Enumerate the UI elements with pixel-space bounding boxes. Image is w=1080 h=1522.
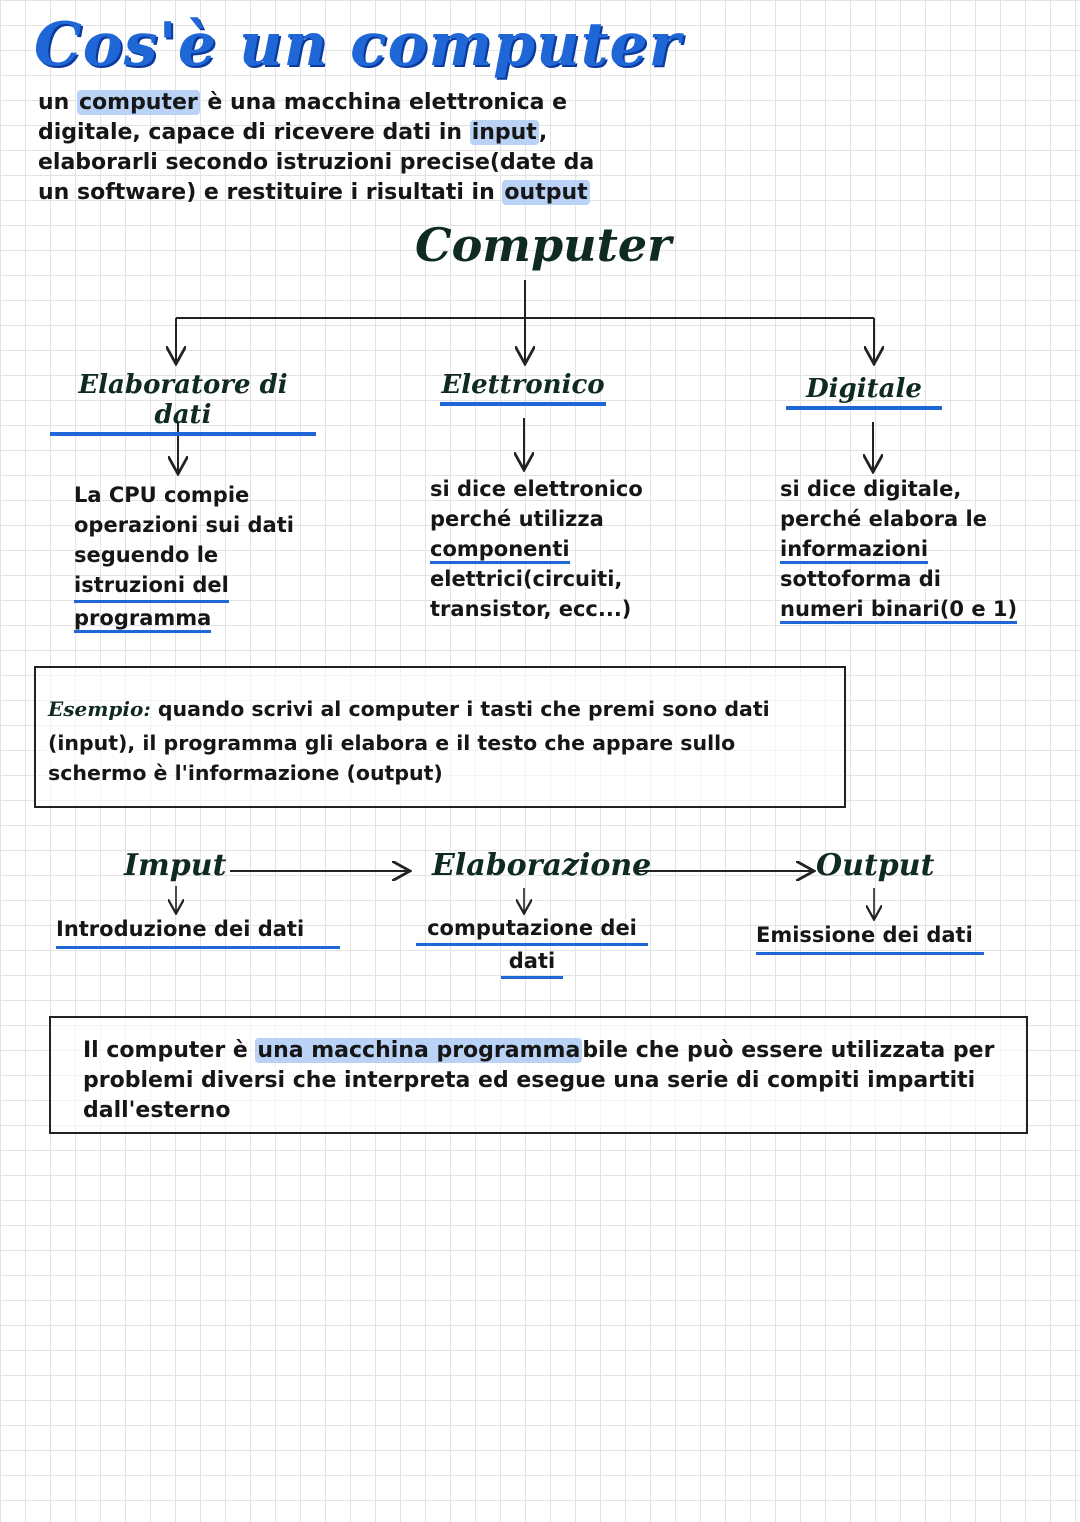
intro-paragraph: un computer è una macchina elettronica e… [38, 88, 638, 208]
desc-line: istruzioni del [74, 570, 229, 603]
node-desc-elettronico: si dice elettronico perché utilizza comp… [430, 474, 730, 624]
flow-desc-elab-line-1: computazione dei [416, 913, 648, 946]
example-text: Esempio: quando scrivi al computer i tas… [48, 692, 838, 786]
desc-line: sottoforma di [780, 567, 941, 591]
flow-desc-elaborazione: computazione dei dati [416, 913, 648, 979]
highlight-input: input [469, 120, 539, 145]
node-heading-elaboratore: Elaboratore di dati [50, 370, 316, 436]
summary-text-part: bile che può essere utilizzata per [582, 1038, 995, 1063]
intro-text: digitale, capace di ricevere dati in [38, 120, 470, 145]
desc-line: seguendo le [74, 543, 219, 567]
example-box: Esempio: quando scrivi al computer i tas… [34, 666, 846, 808]
flow-heading-input: Imput [124, 848, 227, 883]
intro-text: un [38, 90, 77, 115]
desc-line: si dice elettronico [430, 477, 643, 501]
intro-line-3: elaborarli secondo istruzioni precise(da… [38, 150, 595, 175]
flow-desc-input: Introduzione dei dati [56, 914, 340, 949]
desc-line: elettrici(circuiti, [430, 567, 623, 591]
intro-line-2: digitale, capace di ricevere dati in inp… [38, 118, 638, 148]
summary-text-part: Il computer è [83, 1038, 256, 1063]
flow-desc-elab-line-2: dati [500, 946, 564, 979]
desc-line: si dice digitale, [780, 477, 962, 501]
summary-line-2: problemi diversi che interpreta ed esegu… [83, 1068, 976, 1093]
intro-text: , [538, 120, 548, 145]
example-line-2: (input), il programma gli elabora e il t… [48, 731, 736, 755]
node-heading-digitale: Digitale [786, 374, 942, 410]
desc-line: componenti [430, 537, 570, 564]
example-label: Esempio: [48, 697, 151, 721]
tree-root-heading: Computer [415, 218, 672, 272]
desc-line: operazioni sui dati [74, 513, 294, 537]
example-line-1: Esempio: quando scrivi al computer i tas… [48, 692, 838, 726]
node-heading-elettronico: Elettronico [440, 370, 606, 406]
desc-line: perché elabora le [780, 507, 987, 531]
summary-line-1: Il computer è una macchina programmabile… [83, 1036, 1018, 1066]
flow-heading-elaborazione: Elaborazione [432, 848, 652, 883]
intro-text: un software) e restituire i risultati in [38, 180, 503, 205]
flow-desc-output: Emissione dei dati [756, 920, 984, 955]
summary-line-3: dall'esterno [83, 1098, 231, 1123]
flow-heading-output: Output [816, 848, 935, 883]
desc-line: La CPU compie [74, 483, 250, 507]
summary-highlight: una macchina programma [255, 1038, 583, 1063]
page-title: Cos'è un computer [34, 10, 682, 80]
desc-line: numeri binari(0 e 1) [780, 597, 1018, 624]
summary-text: Il computer è una macchina programmabile… [83, 1036, 1018, 1126]
desc-line: perché utilizza [430, 507, 604, 531]
example-text-part: quando scrivi al computer i tasti che pr… [150, 697, 770, 721]
node-desc-digitale: si dice digitale, perché elabora le info… [780, 474, 1075, 624]
intro-line-1: un computer è una macchina elettronica e [38, 88, 638, 118]
intro-text: è una macchina elettronica e [199, 90, 568, 115]
desc-line: informazioni [780, 537, 929, 564]
highlight-computer: computer [76, 90, 200, 115]
node-desc-elaboratore: La CPU compie operazioni sui dati seguen… [74, 480, 354, 633]
desc-line: transistor, ecc...) [430, 597, 632, 621]
summary-box: Il computer è una macchina programmabile… [49, 1016, 1028, 1134]
highlight-output: output [502, 180, 590, 205]
intro-line-4: un software) e restituire i risultati in… [38, 178, 638, 208]
example-line-3: schermo è l'informazione (output) [48, 761, 443, 785]
desc-line: programma [74, 606, 212, 633]
